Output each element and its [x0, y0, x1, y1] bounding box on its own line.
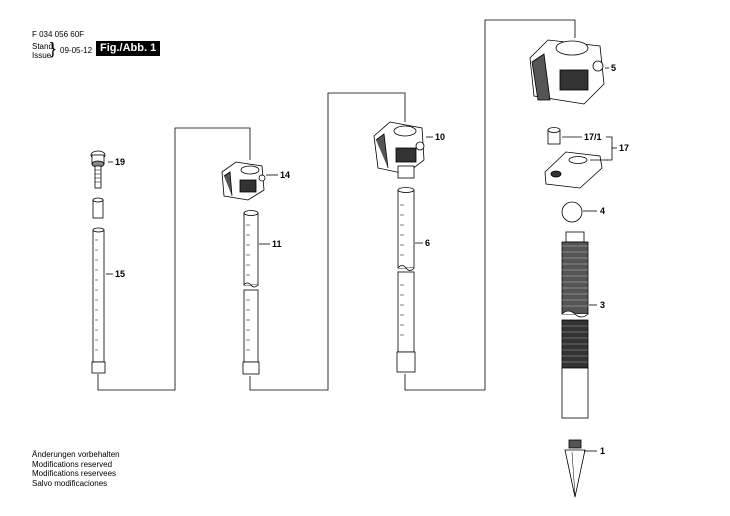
- note-de: Änderungen vorbehalten: [32, 450, 120, 459]
- document-number: F 034 056 60F: [32, 30, 85, 39]
- part-15-tube: [91, 227, 106, 374]
- part-label-4: 4: [600, 206, 605, 216]
- part-label-11: 11: [272, 239, 282, 249]
- part-label-5: 5: [611, 63, 616, 73]
- part-label-19: 19: [115, 157, 125, 167]
- part-5-clamp: [529, 39, 605, 105]
- note-es: Salvo modificaciones: [32, 478, 108, 488]
- part-label-15: 15: [115, 269, 125, 279]
- part-1-spike: [564, 439, 586, 498]
- part-4-ball: [561, 201, 583, 223]
- part-3-threaded-rod: [561, 231, 589, 419]
- part-17-1-sleeve: [547, 127, 561, 145]
- part-6-tube: [396, 187, 416, 373]
- brace-icon: }: [50, 39, 56, 58]
- connector-line-3: [404, 19, 576, 391]
- stand-issue-label: Stand Issue: [32, 42, 53, 60]
- part-17-bracket: [544, 151, 603, 189]
- part-label-6: 6: [425, 238, 430, 248]
- figure-label: Fig./Abb. 1: [96, 41, 161, 56]
- part-small-sleeve: [92, 197, 104, 219]
- part-label-17: 17: [619, 143, 629, 153]
- part-10-clamp: [373, 121, 425, 179]
- note-en: Modifications reserved: [32, 459, 113, 469]
- issue-label: Issue: [32, 51, 52, 60]
- bracket-17: [606, 136, 613, 161]
- part-label-17-1: 17/1: [584, 132, 602, 142]
- part-label-10: 10: [435, 132, 445, 142]
- stand-label: Stand: [32, 42, 53, 51]
- part-label-3: 3: [600, 300, 605, 310]
- part-14-clamp: [221, 161, 266, 201]
- issue-date: 09-05-12: [60, 46, 93, 55]
- note-fr: Modifications reservees: [32, 469, 117, 478]
- part-11-tube: [242, 210, 260, 375]
- modification-notes: Änderungen vorbehalten Modifications res…: [32, 450, 120, 488]
- part-19-screw: [90, 150, 106, 189]
- connector-line-1: [97, 127, 251, 391]
- part-label-1: 1: [600, 446, 605, 456]
- connector-line-2: [249, 92, 406, 391]
- part-label-14: 14: [280, 170, 290, 180]
